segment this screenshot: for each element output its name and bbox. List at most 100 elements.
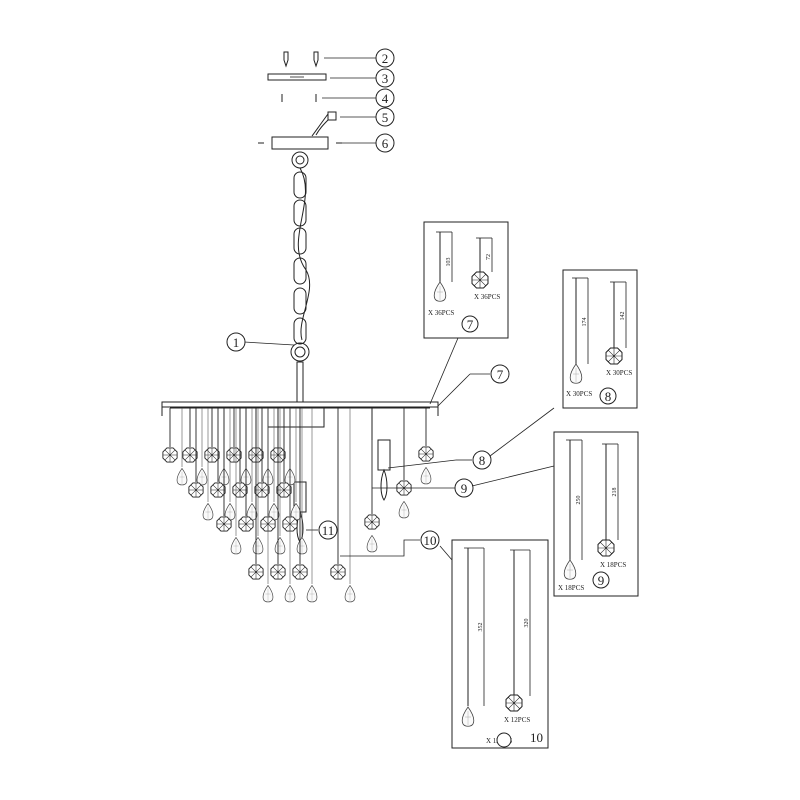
crystal-strand (292, 408, 318, 603)
octagon-crystal (226, 447, 242, 463)
crystal-strand (204, 408, 230, 486)
teardrop-crystal (274, 537, 286, 555)
callout-10-main: 10 (420, 530, 440, 550)
callout-8-main: 8 (472, 450, 492, 470)
callout-1: 1 (226, 332, 246, 352)
crystal-strand (238, 408, 264, 555)
teardrop-crystal (252, 537, 264, 555)
crystal-strand (364, 408, 380, 553)
crystal-strand (248, 408, 274, 603)
svg-text:103: 103 (446, 258, 452, 267)
svg-text:9: 9 (598, 573, 605, 588)
crystal-strand (396, 408, 412, 519)
callout-4: 4 (375, 88, 395, 108)
callout-9-main: 9 (454, 478, 474, 498)
svg-text:X 36PCS: X 36PCS (428, 309, 454, 317)
octagon-crystal (254, 482, 270, 498)
crystal-strand (162, 408, 188, 486)
octagon-crystal (182, 447, 198, 463)
small-screws (281, 94, 376, 102)
detail-box-8: 174 142 X 30PCS X 30PCS 8 (489, 269, 638, 457)
crystal-strand (188, 408, 214, 521)
crystal-strands (162, 408, 434, 603)
detail-box-9: 250 218 X 18PCS X 18PCS 9 (471, 431, 639, 597)
octagon-crystal (364, 514, 380, 530)
svg-text:1: 1 (233, 335, 240, 350)
svg-text:5: 5 (382, 110, 389, 125)
svg-text:X 30PCS: X 30PCS (606, 369, 632, 377)
octagon-crystal (418, 446, 434, 462)
callout-3: 3 (375, 68, 395, 88)
svg-text:174: 174 (582, 318, 588, 327)
chandelier-frame (161, 373, 490, 428)
octagon-crystal (330, 564, 346, 580)
crystal-strand (226, 408, 252, 486)
svg-text:142: 142 (620, 312, 626, 321)
teardrop-crystal (202, 503, 214, 521)
svg-text:10: 10 (424, 533, 437, 548)
svg-text:X 36PCS: X 36PCS (474, 293, 500, 301)
octagon-crystal (162, 447, 178, 463)
callout-2: 2 (375, 48, 395, 68)
teardrop-crystal (230, 537, 242, 555)
teardrop-crystal (366, 535, 378, 553)
crystal-strand (254, 408, 280, 521)
detail-box-10: 352 320 X 12PCS X 12PCS 10 (439, 539, 549, 749)
svg-text:7: 7 (467, 317, 474, 332)
svg-text:X 12PCS: X 12PCS (504, 716, 530, 724)
svg-text:8: 8 (605, 389, 612, 404)
hanging-chain (243, 151, 311, 403)
svg-text:320: 320 (524, 619, 530, 628)
crystal-strand (276, 408, 302, 521)
mounting-screws (283, 51, 376, 68)
svg-text:11: 11 (322, 523, 335, 538)
svg-text:8: 8 (479, 453, 486, 468)
octagon-crystal (204, 447, 220, 463)
svg-text:6: 6 (382, 136, 389, 151)
crystal-strand (232, 408, 258, 521)
octagon-crystal (276, 482, 292, 498)
crystal-strand (182, 408, 208, 486)
svg-text:3: 3 (382, 71, 389, 86)
svg-text:2: 2 (382, 51, 389, 66)
svg-text:10: 10 (530, 730, 543, 745)
callout-11: 11 (318, 520, 338, 540)
teardrop-crystal (262, 585, 274, 603)
svg-text:X 18PCS: X 18PCS (558, 584, 584, 592)
octagon-crystal (238, 516, 254, 532)
teardrop-crystal (398, 501, 410, 519)
teardrop-crystal (284, 585, 296, 603)
crystal-strand (330, 408, 356, 603)
octagon-crystal (188, 482, 204, 498)
svg-text:250: 250 (576, 496, 582, 505)
octagon-crystal (232, 482, 248, 498)
callout-5: 5 (375, 107, 395, 127)
svg-text:352: 352 (478, 623, 484, 632)
octagon-crystal (210, 482, 226, 498)
svg-text:7: 7 (497, 367, 504, 382)
callout-6: 6 (375, 133, 395, 153)
teardrop-crystal (344, 585, 356, 603)
svg-text:218: 218 (612, 488, 618, 497)
wire-connector (311, 111, 376, 137)
svg-text:9: 9 (461, 481, 468, 496)
crystal-strand (216, 408, 242, 555)
callout-10-leader (340, 539, 420, 557)
teardrop-crystal (306, 585, 318, 603)
detail-box-7: 103 72 X 36PCS X 36PCS 7 (423, 221, 509, 405)
svg-text:4: 4 (382, 91, 389, 106)
callout-7-main: 7 (490, 364, 510, 384)
octagon-crystal (292, 564, 308, 580)
svg-text:X 30PCS: X 30PCS (566, 390, 592, 398)
canopy (258, 136, 376, 150)
teardrop-crystal (176, 468, 188, 486)
svg-text:X 18PCS: X 18PCS (600, 561, 626, 569)
teardrop-crystal (420, 467, 432, 485)
mounting-bracket (267, 73, 376, 81)
octagon-crystal (270, 564, 286, 580)
octagon-crystal (248, 564, 264, 580)
crystal-strand (418, 408, 434, 485)
crystal-strand (270, 408, 296, 603)
octagon-crystal (216, 516, 232, 532)
